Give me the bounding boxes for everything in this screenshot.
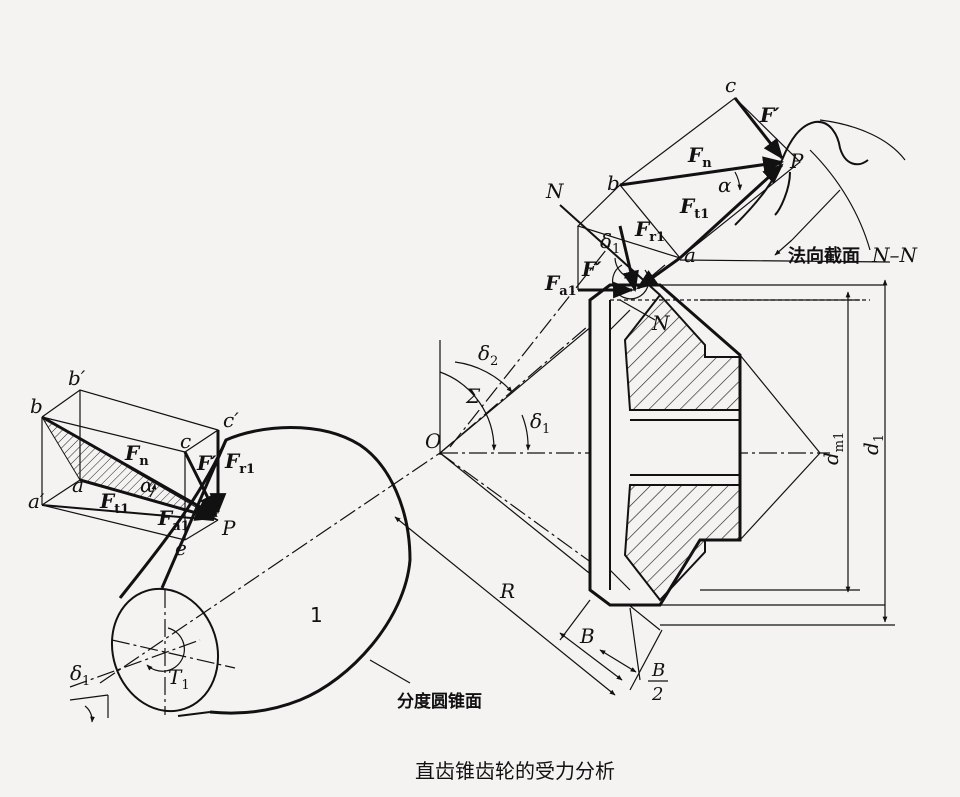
figure-caption: 直齿锥齿轮的受力分析 [415,759,615,783]
label-fn-top: Fn [687,143,712,171]
label-fa1-top: Fa1 [544,271,577,299]
svg-text:T1: T1 [168,665,190,693]
normal-section-name: N–N [871,243,919,267]
label-fr1-left: Fr1 [224,449,255,477]
label-delta1-top: δ1 [600,229,620,257]
label-b-width: B [579,624,595,648]
label-delta1-left: δ1 [70,661,90,689]
svg-text:δ1: δ1 [70,661,90,689]
gear-section [588,279,895,626]
label-sigma: Σ [465,384,481,408]
label-alpha-left: α [140,473,154,497]
svg-text:Ft1: Ft1 [99,489,129,517]
gear-force-fn-arrow [619,156,785,187]
label-n-top: N [545,179,565,203]
svg-text:δ1: δ1 [530,409,550,437]
svg-text:d1: d1 [859,434,887,455]
svg-text:Fr1: Fr1 [224,449,255,477]
label-fn-left: Fn [124,441,149,469]
label-fa1-left: Fa1 [157,506,190,534]
label-c: c [180,429,191,453]
force-ft1-arrow [79,478,217,521]
gear-number-label: 1 [310,603,323,627]
svg-text:Ft1: Ft1 [679,194,709,222]
svg-text:2: 2 [651,684,663,705]
svg-text:Fr1: Fr1 [634,217,665,245]
label-a: a [72,473,84,497]
label-n-gear: N [651,311,671,335]
svg-text:δ1: δ1 [600,229,620,257]
pitch-cone-surface-label: 分度圆锥面 [397,691,482,712]
label-t1: T1 [168,665,190,693]
label-fprime-left: F′ [196,451,217,475]
label-a-top: a [684,243,696,267]
label-c-top: c [725,73,736,97]
gear-force-fprime-arrow [733,97,784,160]
label-b-half: B 2 [648,660,668,705]
label-b-top: b [607,171,620,195]
svg-text:Fa1: Fa1 [157,506,190,534]
label-ft1-left: Ft1 [99,489,129,517]
label-p-top: P [789,149,804,173]
label-b: b [30,394,43,418]
force-fn-arrow [41,415,218,518]
pinion-cone [69,426,441,723]
label-d1: d1 [859,434,887,455]
label-o: O [425,429,441,453]
label-a-prime: a′ [28,489,45,513]
label-fprime-top: F′ [759,103,780,127]
label-e: e [175,536,187,560]
label-c-prime: c′ [223,408,239,432]
label-p-left: P [221,516,236,540]
normal-section-label: 法向截面 [788,245,860,267]
svg-text:dm1: dm1 [819,432,847,465]
force-fprime-arrow [183,451,218,516]
gear-force-ft1-arrow [678,163,784,260]
label-delta2: δ2 [478,341,498,369]
label-delta1-center: δ1 [530,409,550,437]
label-alpha-top: α [718,173,732,197]
svg-text:Fn: Fn [687,143,712,171]
gear-force-parallelogram [559,97,906,300]
svg-text:B: B [651,660,665,681]
label-fprime-mid: F′ [581,257,602,281]
svg-text:Fn: Fn [124,441,149,469]
svg-text:δ2: δ2 [478,341,498,369]
label-ft1-top: Ft1 [679,194,709,222]
svg-text:Fa1: Fa1 [544,271,577,299]
label-dm1: dm1 [819,432,847,465]
pinion-force-box [41,389,227,541]
label-b-prime: b′ [68,366,86,390]
label-fr1-top: Fr1 [634,217,665,245]
label-r: R [499,579,515,603]
